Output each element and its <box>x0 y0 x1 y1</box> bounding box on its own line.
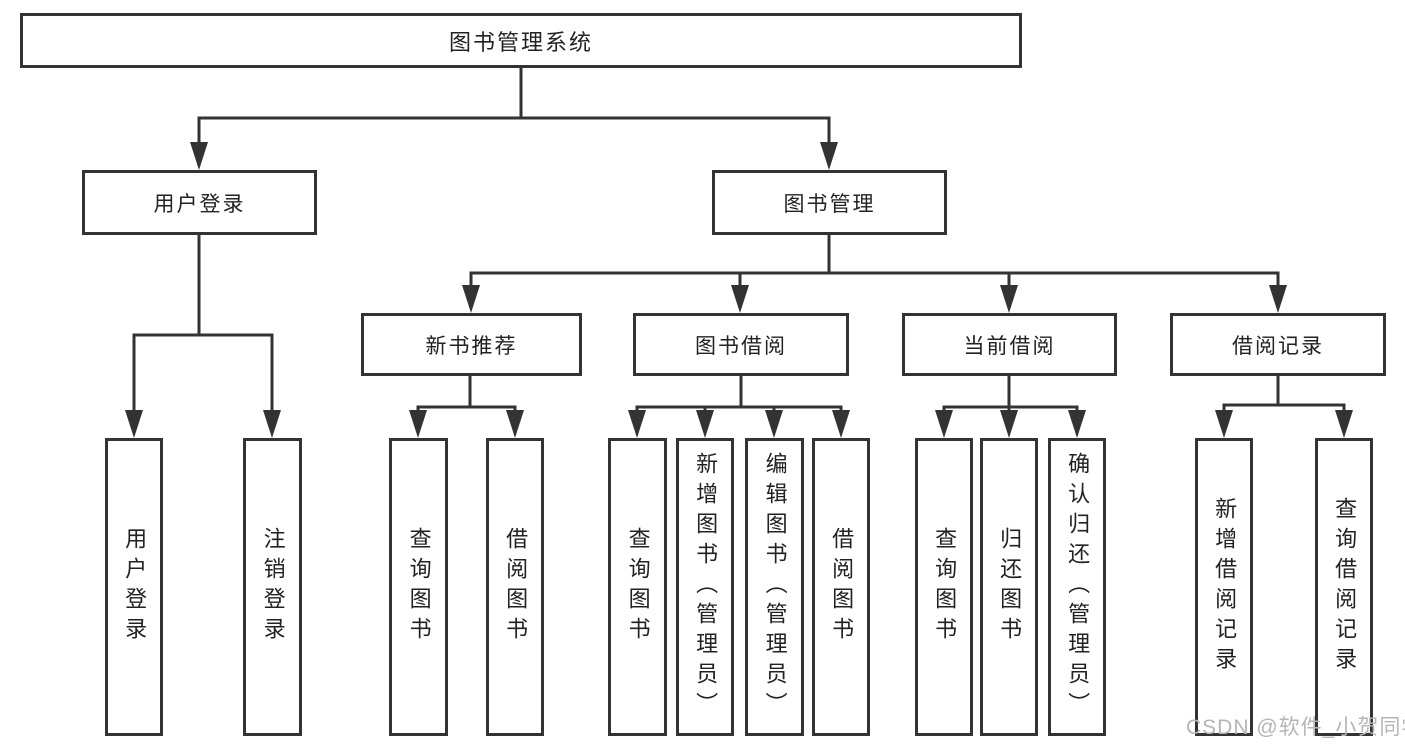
node-label: 注销登录 <box>260 527 286 647</box>
node-label: 新增借阅记录 <box>1212 497 1238 677</box>
leaf-query-books-recommend: 查询图书 <box>389 438 448 736</box>
leaf-borrow-books-recommend: 借阅图书 <box>486 438 544 736</box>
node-label: 图书管理 <box>783 192 876 216</box>
node-label: 查询借阅记录 <box>1332 497 1358 677</box>
node-label: 归还图书 <box>997 527 1023 647</box>
node-label: 新书推荐 <box>425 334 518 358</box>
leaf-query-books-borrowing: 查询图书 <box>608 438 667 736</box>
leaf-edit-books-admin: 编辑图书（管理员） <box>745 438 804 736</box>
node-label: 当前借阅 <box>963 334 1056 358</box>
node-label: 新增图书（管理员） <box>693 452 719 722</box>
leaf-query-books-current: 查询图书 <box>915 438 973 736</box>
connector-user-login-to-children <box>125 235 281 438</box>
connector-book-borrowing-to-children <box>628 376 850 438</box>
node-library-management-system: 图书管理系统 <box>20 13 1022 68</box>
node-label: 借阅图书 <box>829 527 855 647</box>
leaf-add-books-admin: 新增图书（管理员） <box>676 438 734 736</box>
node-label: 用户登录 <box>153 192 246 216</box>
csdn-watermark: CSDN @软件_小贺同学 <box>1186 716 1405 739</box>
connector-root-to-level2 <box>190 68 838 170</box>
node-label: 编辑图书（管理员） <box>762 452 788 722</box>
node-label: 图书管理系统 <box>448 29 593 55</box>
leaf-borrow-books: 借阅图书 <box>812 438 870 736</box>
node-book-management: 图书管理 <box>712 170 947 235</box>
connector-borrowing-records-to-children <box>1215 376 1353 438</box>
connector-book-management-to-level3 <box>462 235 1287 313</box>
node-book-borrowing: 图书借阅 <box>633 313 849 376</box>
leaf-add-borrowing-record: 新增借阅记录 <box>1195 438 1253 736</box>
node-label: 借阅记录 <box>1232 334 1324 358</box>
node-label: 用户登录 <box>122 527 148 647</box>
node-label: 查询图书 <box>406 527 432 647</box>
node-current-borrowing: 当前借阅 <box>902 313 1117 376</box>
node-label: 查询图书 <box>932 527 958 647</box>
node-label: 查询图书 <box>625 527 651 647</box>
node-borrowing-records: 借阅记录 <box>1170 313 1386 376</box>
leaf-return-books: 归还图书 <box>980 438 1038 736</box>
leaf-user-login: 用户登录 <box>105 438 163 736</box>
leaf-query-borrowing-record: 查询借阅记录 <box>1315 438 1373 736</box>
leaf-logout: 注销登录 <box>243 438 302 736</box>
leaf-confirm-return-admin: 确认归还（管理员） <box>1048 438 1106 736</box>
node-label: 图书借阅 <box>695 334 787 358</box>
node-new-book-recommendation: 新书推荐 <box>361 313 582 376</box>
connector-current-borrowing-to-children <box>935 376 1086 438</box>
node-label: 确认归还（管理员） <box>1065 452 1091 722</box>
connector-new-book-to-children <box>409 376 524 438</box>
node-user-login: 用户登录 <box>82 170 317 235</box>
node-label: 借阅图书 <box>503 527 529 647</box>
